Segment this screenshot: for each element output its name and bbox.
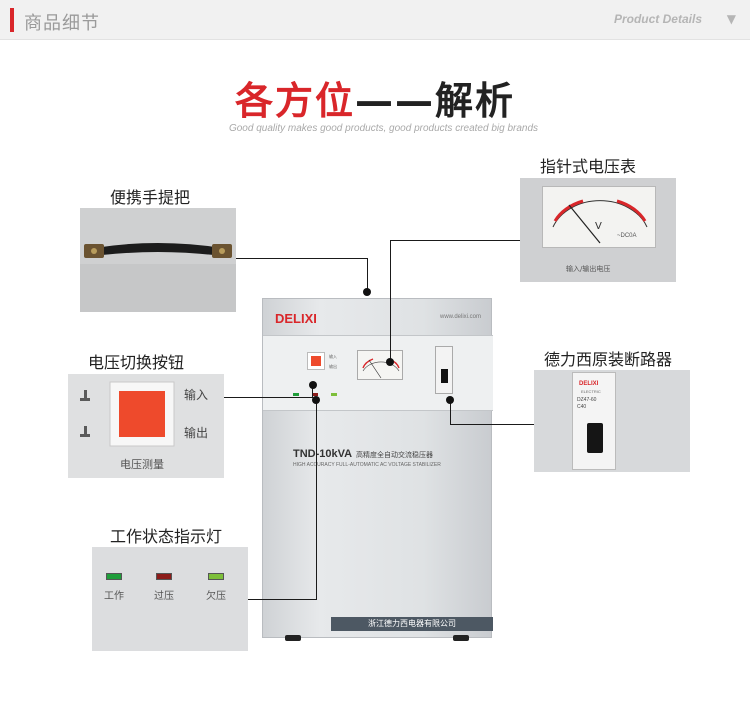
callout-line-breaker (450, 424, 534, 425)
breaker-body: DELIXI ELECTRIC DZ47-60 C40 (572, 372, 616, 470)
callout-dot-lights (312, 396, 320, 404)
light-under-label: 欠压 (206, 591, 226, 602)
light-overvoltage (156, 573, 172, 580)
callout-line-meter (390, 240, 520, 241)
section-title-en: Product Details (613, 12, 702, 26)
panel-output-label: 输出 (329, 364, 337, 369)
callout-dot-handle (363, 288, 371, 296)
header-accent-bar (10, 8, 14, 32)
label-breaker: 德力西原装断路器 (544, 350, 673, 369)
callout-dot-switch (309, 381, 317, 389)
handle-photo (80, 208, 236, 312)
machine-plate-text: 浙江德力西电器有限公司 (368, 619, 456, 628)
handle-illustration (80, 208, 236, 312)
meter-dial (552, 199, 648, 244)
section-title: 商品细节 (24, 13, 100, 34)
switch-output-label: 输出 (184, 426, 209, 440)
section-header: 商品细节 Product Details ▼ (0, 0, 750, 40)
panel-meter-dial (362, 358, 400, 379)
meter-photo: V ~DC0A 输入/输出电压 (520, 178, 676, 282)
breaker-rating: C40 (577, 404, 587, 410)
meter-face: V ~DC0A (542, 186, 656, 248)
breaker-sub: ELECTRIC (581, 389, 601, 394)
panel-switch[interactable] (307, 352, 325, 370)
light-work (106, 573, 122, 580)
stabilizer-unit: DELIXI www.delixi.com 输入 输出 TND-10kVA 高精… (262, 298, 493, 641)
headline-red: 各方位 (234, 79, 355, 123)
machine-model-cn: 高精度全自动交流稳压器 (356, 451, 433, 459)
breaker-brand: DELIXI (579, 381, 599, 387)
callout-line-meter-v (390, 240, 391, 362)
breaker-photo: DELIXI ELECTRIC DZ47-60 C40 (534, 370, 690, 472)
headline-subtitle: Good quality makes good products, good p… (228, 123, 539, 134)
switch-input-label: 输入 (184, 388, 209, 402)
panel-meter (357, 350, 403, 380)
switch-measure-label: 电压测量 (120, 458, 164, 471)
breaker-toggle[interactable] (587, 423, 603, 453)
panel-breaker (435, 346, 453, 394)
callout-line-switch-v (312, 384, 313, 398)
callout-line-handle-v (367, 258, 368, 292)
machine-url: www.delixi.com (439, 314, 481, 320)
meter-unit: V (595, 221, 602, 232)
panel-light-under (331, 393, 337, 396)
light-undervoltage (208, 573, 224, 580)
chevron-down-icon[interactable]: ▼ (726, 12, 736, 26)
machine-brand: DELIXI (275, 311, 317, 326)
meter-note: ~DC0A (617, 233, 637, 239)
wheel-left (285, 635, 301, 641)
callout-line-switch (224, 397, 312, 398)
callout-line-handle (236, 258, 368, 259)
lights-photo: 工作 过压 欠压 (92, 547, 248, 651)
panel-light-work (293, 393, 299, 396)
label-status-lights: 工作状态指示灯 (110, 527, 223, 546)
wheel-right (453, 635, 469, 641)
callout-dot-breaker (446, 396, 454, 404)
headline: 各方位——解析 (0, 70, 750, 125)
switch-photo: 输入 输出 电压测量 (68, 374, 224, 478)
light-work-label: 工作 (104, 591, 124, 602)
switch-illustration (68, 374, 224, 478)
meter-caption: 输入/输出电压 (566, 265, 611, 273)
headline-dark: ——解析 (355, 79, 516, 123)
machine-model-en: HIGH ACCURACY FULL-AUTOMATIC AC VOLTAGE … (293, 462, 441, 468)
callout-line-lights (248, 599, 316, 600)
breaker-model: DZ47-60 (577, 397, 597, 403)
callout-line-breaker-v (450, 400, 451, 425)
panel-input-label: 输入 (329, 354, 337, 359)
light-over-label: 过压 (154, 591, 174, 602)
panel-light-over (312, 393, 318, 396)
callout-dot-meter (386, 358, 394, 366)
machine-nameplate: 浙江德力西电器有限公司 (331, 617, 493, 631)
machine-control-panel: 输入 输出 (263, 335, 493, 411)
machine-model: TND-10kVA (293, 448, 353, 460)
label-handle: 便携手提把 (110, 188, 191, 207)
label-voltage-switch: 电压切换按钮 (88, 353, 185, 372)
callout-line-lights-v (316, 400, 317, 600)
label-meter: 指针式电压表 (540, 157, 637, 176)
